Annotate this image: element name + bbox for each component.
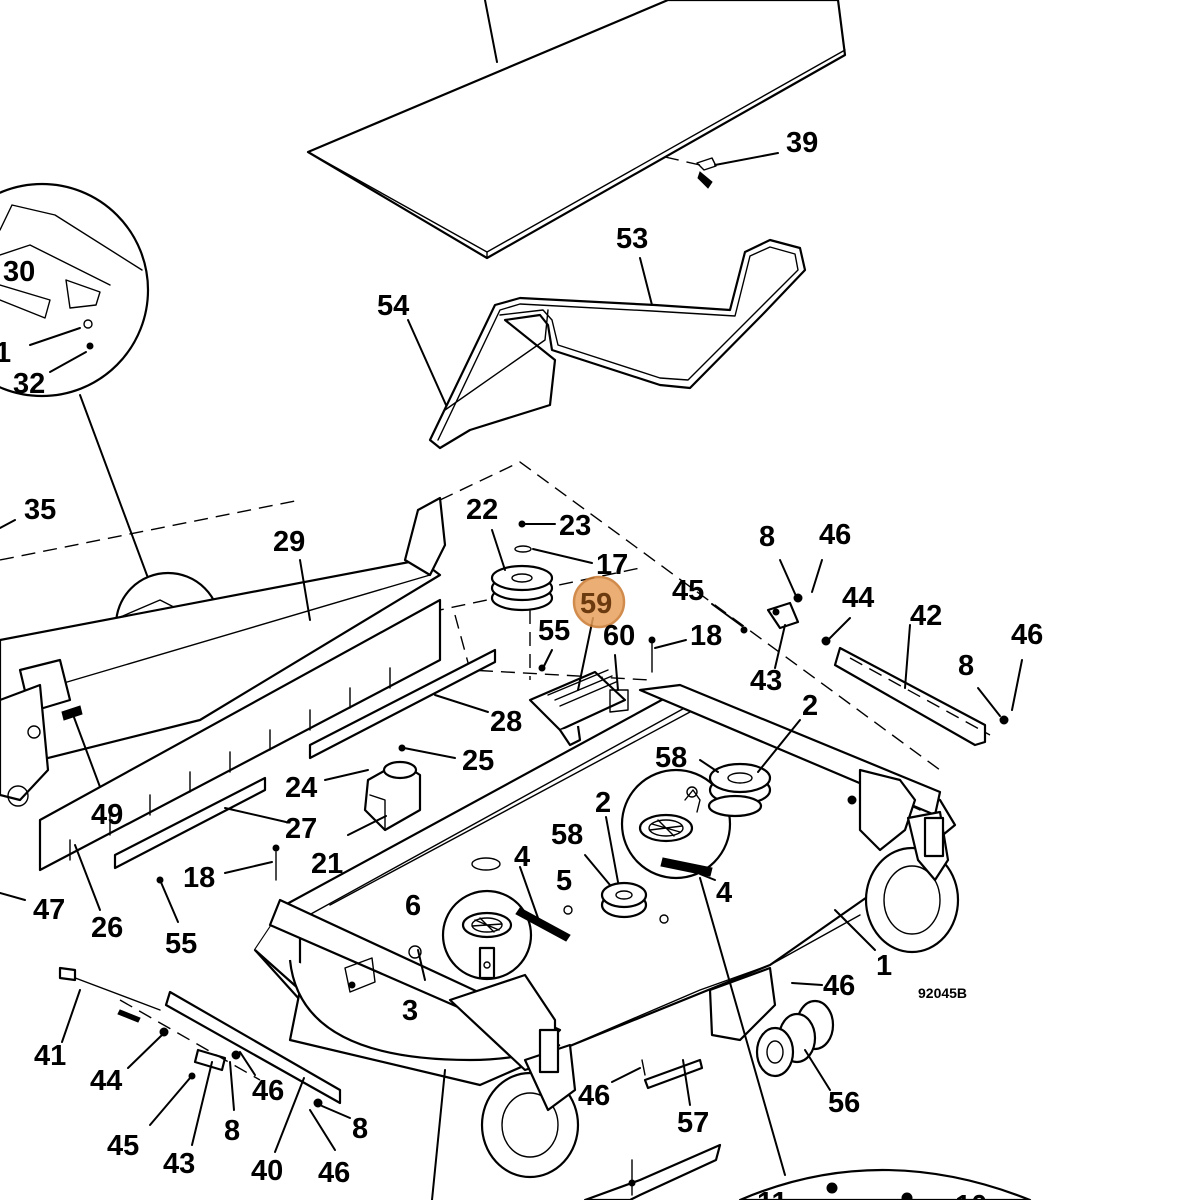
part-label-46-right-b: 46 — [1011, 619, 1043, 651]
part-label-25: 25 — [462, 745, 494, 777]
part-label-24: 24 — [285, 772, 317, 804]
part-label-55-top: 55 — [538, 615, 570, 647]
part-label-45-left: 45 — [107, 1130, 139, 1162]
part-label-23: 23 — [559, 510, 591, 542]
front-hanger-right — [708, 966, 823, 1042]
part-label-27: 27 — [285, 813, 317, 845]
part-label-17: 17 — [596, 549, 628, 581]
part-label-60: 60 — [603, 620, 635, 652]
part-label-47: 47 — [33, 894, 65, 926]
part-label-55-left: 55 — [165, 928, 197, 960]
part-label-2-center: 2 — [595, 787, 611, 819]
part-labels: 39 53 54 30 1 32 35 29 22 23 17 59 55 60… — [0, 127, 1043, 1200]
part-label-57: 57 — [677, 1107, 709, 1139]
part-label-49: 49 — [91, 799, 123, 831]
part-label-28: 28 — [490, 706, 522, 738]
right-caster-wheel — [834, 768, 960, 954]
part-label-58-right: 58 — [655, 742, 687, 774]
left-arm-assembly — [58, 966, 351, 1153]
part-label-46-right-c: 46 — [823, 970, 855, 1002]
bolt-18-top — [648, 636, 687, 673]
part-label-35: 35 — [24, 494, 56, 526]
part-label-10: 10 — [955, 1190, 987, 1200]
part-label-32: 32 — [13, 368, 45, 400]
screw-39 — [696, 152, 779, 189]
part-label-8-right-a: 8 — [759, 521, 775, 553]
part-label-46-center: 46 — [578, 1080, 610, 1112]
part-label-22: 22 — [466, 494, 498, 526]
drawing-number: 92045B — [918, 985, 967, 1001]
part-label-44-left: 44 — [90, 1065, 122, 1097]
part-label-43-left: 43 — [163, 1148, 195, 1180]
part-label-8-left-b: 8 — [224, 1115, 240, 1147]
part-label-46-left-a: 46 — [252, 1075, 284, 1107]
part-label-26: 26 — [91, 912, 123, 944]
belt-guide-59 — [528, 617, 629, 747]
part-label-58-center: 58 — [551, 819, 583, 851]
part-label-41: 41 — [34, 1040, 66, 1072]
part-label-18-top: 18 — [690, 620, 722, 652]
part-label-4-right: 4 — [716, 877, 732, 909]
part-label-43-right: 43 — [750, 665, 782, 697]
part-label-42: 42 — [910, 600, 942, 632]
rollers-56 — [755, 999, 835, 1091]
part-label-30: 30 — [3, 256, 35, 288]
part-label-46-left-b: 46 — [318, 1157, 350, 1189]
part-label-29: 29 — [273, 526, 305, 558]
spindle-left — [441, 866, 571, 981]
main-frame — [0, 496, 447, 807]
part-label-18-left: 18 — [183, 862, 215, 894]
part-label-45-right: 45 — [672, 575, 704, 607]
part-label-5: 5 — [556, 865, 572, 897]
deck-cover-panel — [306, 0, 847, 260]
part-label-59: 59 — [580, 588, 612, 620]
part-label-56: 56 — [828, 1087, 860, 1119]
part-label-4-center: 4 — [514, 841, 530, 873]
drive-belts — [407, 238, 807, 450]
part-label-8-left-a: 8 — [352, 1113, 368, 1145]
part-label-1: 1 — [876, 950, 892, 982]
pulley-22 — [490, 520, 593, 672]
part-label-21: 21 — [311, 848, 343, 880]
part-label-3: 3 — [402, 995, 418, 1027]
detail-circle-top-left — [0, 182, 150, 579]
part-label-31: 1 — [0, 337, 11, 369]
pulley-58-right — [699, 719, 801, 818]
deck-housing — [253, 683, 957, 1087]
part-label-40: 40 — [251, 1155, 283, 1187]
highlight-marker-59 — [572, 575, 626, 629]
pulley-58-center — [584, 816, 648, 919]
part-label-46-right-a: 46 — [819, 519, 851, 551]
part-label-53: 53 — [616, 223, 648, 255]
left-caster-wheel — [448, 973, 580, 1179]
spindle-right — [620, 768, 732, 881]
bottom-blade-parts — [408, 877, 1032, 1200]
baffle-plates — [38, 598, 497, 923]
part-label-44-right: 44 — [842, 582, 874, 614]
part-label-54: 54 — [377, 290, 409, 322]
part-label-8-right-b: 8 — [958, 650, 974, 682]
gearbox — [324, 744, 456, 836]
left-side-bolts — [0, 519, 280, 901]
part-label-11: 11 — [757, 1187, 788, 1200]
right-arm-assembly — [711, 559, 1023, 747]
part-label-2-right: 2 — [802, 690, 818, 722]
part-label-6: 6 — [405, 890, 421, 922]
part-label-39: 39 — [786, 127, 818, 159]
